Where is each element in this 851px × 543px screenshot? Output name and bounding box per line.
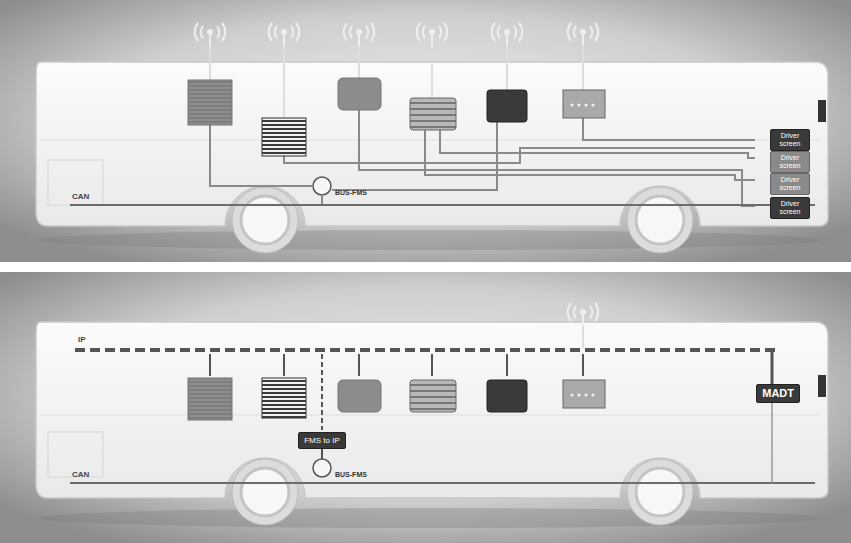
connector-line [321,449,323,459]
bus-label: CAN [72,192,89,201]
driver-screen: Driver screen [770,197,810,219]
node-text: MADT [762,387,794,400]
fms-circle [312,458,332,478]
node-text: BUS-FMS [335,189,367,196]
bus-label: CAN [72,470,89,479]
madt-box: MADT [756,384,800,403]
node-text: Driver screen [775,200,805,216]
driver-screen: Driver screen [770,129,810,151]
node-text: BUS-FMS [335,471,367,478]
node-text: Driver screen [775,154,805,170]
bus-fms-node: BUS-FMS [312,176,367,196]
bus-fms-node: BUS-FMS [312,458,367,478]
bus-label: IP [78,335,86,344]
driver-screen: Driver screen [770,173,810,195]
node-text: Driver screen [775,176,805,192]
gateway-box: FMS to IP [298,432,346,449]
node-text: FMS to IP [304,436,340,445]
node-text: Driver screen [775,132,805,148]
driver-screen: Driver screen [770,151,810,173]
fms-circle [312,176,332,196]
